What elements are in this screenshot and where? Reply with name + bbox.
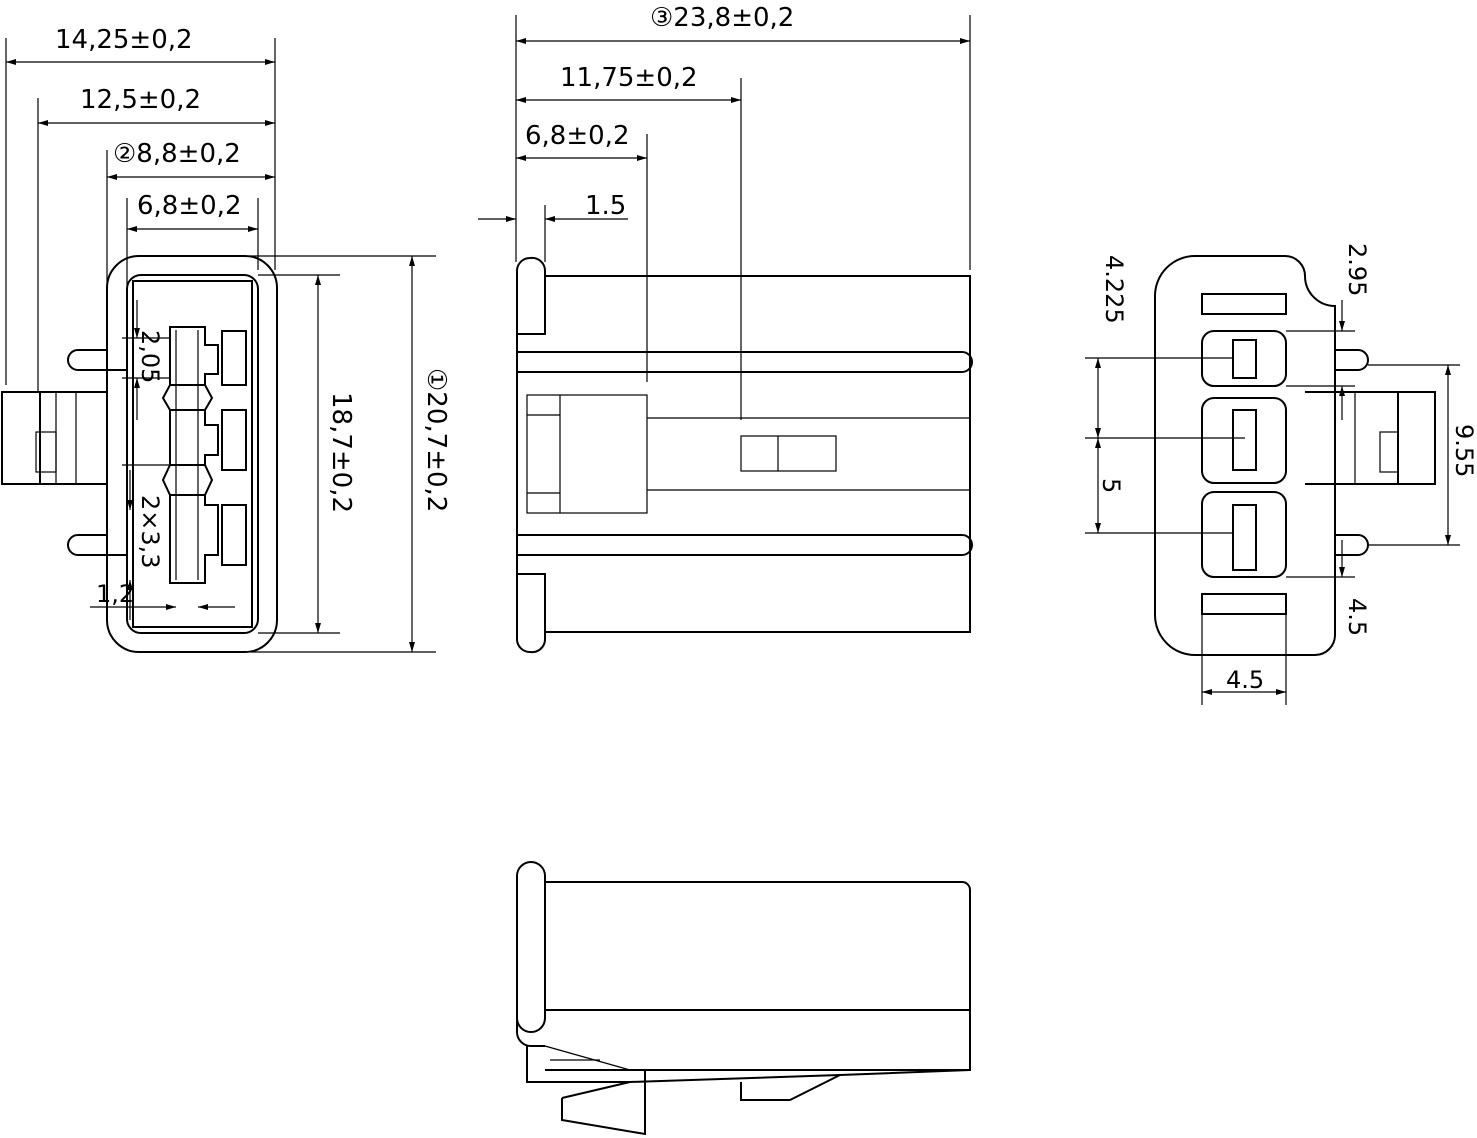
side-flange-top — [516, 256, 547, 335]
rear-slot-top — [1201, 293, 1287, 315]
dim-length-c: 1.5 — [585, 191, 626, 221]
rear-cavity-2 — [1201, 397, 1287, 484]
dim-pitch: 2×3,3 — [136, 495, 164, 569]
front-housing-inner — [126, 274, 259, 634]
rear-slot-bottom — [1201, 593, 1287, 615]
dim-length-a: 11,75±0,2 — [560, 63, 698, 93]
bottom-flange — [516, 860, 546, 1034]
dim-rear-width: 4.5 — [1226, 666, 1264, 694]
front-cavity — [132, 280, 253, 628]
dim-width-inner: ②8,8±0,2 — [113, 139, 241, 169]
bottom-view — [516, 860, 971, 1136]
rear-cavity-3 — [1201, 491, 1287, 578]
dim-length-b: 6,8±0,2 — [525, 121, 629, 151]
dim-span: 9.55 — [1450, 424, 1477, 477]
front-latch-tab — [1, 391, 40, 485]
front-view: 14,25±0,2 12,5±0,2 ②8,8±0,2 6,8±0,2 18,7… — [1, 25, 451, 653]
dim-rear-pitch: 5 — [1097, 478, 1125, 493]
dim-gap: 2.95 — [1343, 243, 1371, 296]
dim-width-cavity: 6,8±0,2 — [137, 191, 241, 221]
front-rib-bottom — [67, 534, 127, 556]
dim-offset: 4.225 — [1100, 255, 1128, 324]
side-body — [545, 275, 971, 633]
side-rib-bottom — [517, 534, 973, 556]
bottom-body — [545, 881, 971, 1071]
dim-height-inner: 18,7±0,2 — [326, 392, 356, 513]
rear-latch — [1305, 391, 1399, 485]
dim-length-total: ③23,8±0,2 — [650, 3, 794, 33]
front-rib-top — [67, 349, 127, 371]
dim-width-body: 12,5±0,2 — [80, 85, 201, 115]
side-latch — [526, 394, 648, 514]
front-housing-outer — [106, 255, 278, 653]
side-rib-top — [517, 351, 973, 373]
bottom-hook — [561, 1070, 646, 1136]
dim-width-total: 14,25±0,2 — [55, 25, 193, 55]
rear-rib-bottom — [1335, 534, 1369, 556]
bottom-latch — [526, 1046, 971, 1083]
front-latch — [39, 391, 107, 485]
side-flange-bottom — [516, 573, 546, 654]
dim-height-total: ①20,7±0,2 — [421, 368, 451, 512]
rear-housing — [1154, 255, 1336, 656]
side-window — [740, 435, 837, 472]
dim-rear-bottom: 4.5 — [1343, 598, 1371, 636]
dim-small-b: 1,2 — [96, 580, 134, 608]
rear-rib-top — [1335, 349, 1369, 371]
front-terminals — [161, 326, 247, 584]
rear-view: 4.225 2.95 9.55 5 4.5 4.5 — [1085, 243, 1477, 705]
side-view: ③23,8±0,2 11,75±0,2 6,8±0,2 1.5 — [478, 3, 973, 654]
dim-small-a: 2,05 — [136, 330, 164, 383]
